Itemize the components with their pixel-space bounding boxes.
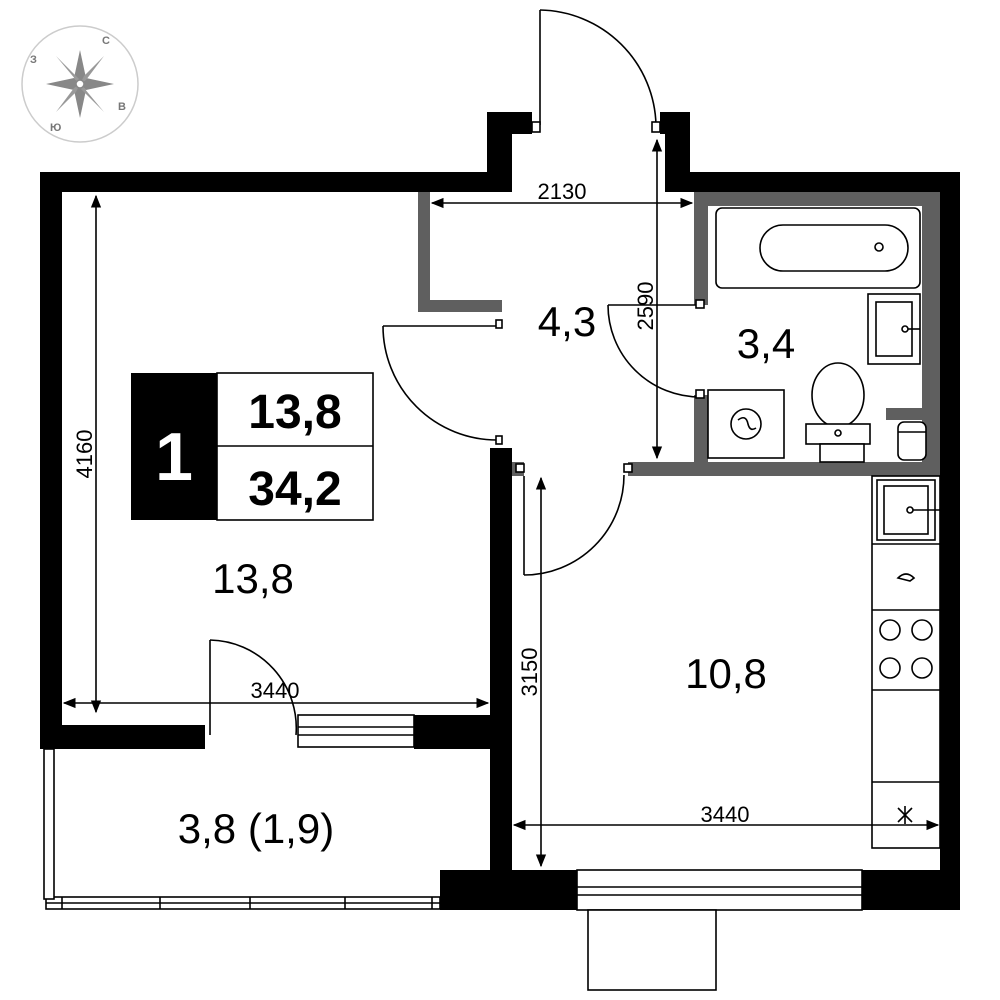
windows: [43, 714, 863, 991]
room-count-label: 1: [155, 419, 193, 495]
stove-icon: [879, 619, 933, 679]
compass-south-label: Ю: [50, 122, 61, 134]
towel-dryer-icon: [897, 421, 927, 461]
compass-north-label: С: [102, 35, 110, 47]
exterior-walls: [40, 112, 960, 910]
dim-room-length: 4160: [72, 430, 97, 479]
kitchen-sink-icon: [876, 479, 940, 541]
room-area-label: 13,8: [212, 555, 294, 602]
dim-kitchen-width: 3440: [701, 802, 750, 827]
compass-west-label: З: [30, 54, 37, 66]
balcony-area-label: 3,8 (1,9): [178, 805, 334, 852]
dim-hall-width: 2130: [538, 179, 587, 204]
dim-kitchen-length: 3150: [517, 648, 542, 697]
dim-hall-length: 2590: [633, 282, 658, 331]
hall-area-label: 4,3: [538, 298, 596, 345]
compass-east-label: В: [118, 101, 126, 113]
toilet-icon: [805, 362, 871, 463]
washing-machine-icon: [707, 389, 785, 459]
dim-room-width: 3440: [251, 678, 300, 703]
dimension-lines: [62, 138, 940, 868]
apartment-info-badge: 1 13,8 34,2: [131, 372, 374, 521]
bathtub-icon: [715, 207, 921, 289]
compass-icon: С В Ю З: [21, 25, 139, 143]
oven-icon: [896, 573, 916, 582]
kitchen-area-label: 10,8: [685, 650, 767, 697]
total-area-label: 34,2: [248, 463, 341, 516]
bath-area-label: 3,4: [737, 320, 795, 367]
living-area-label: 13,8: [248, 386, 341, 439]
partition-walls: [418, 192, 940, 476]
washbasin-icon: [867, 293, 921, 365]
